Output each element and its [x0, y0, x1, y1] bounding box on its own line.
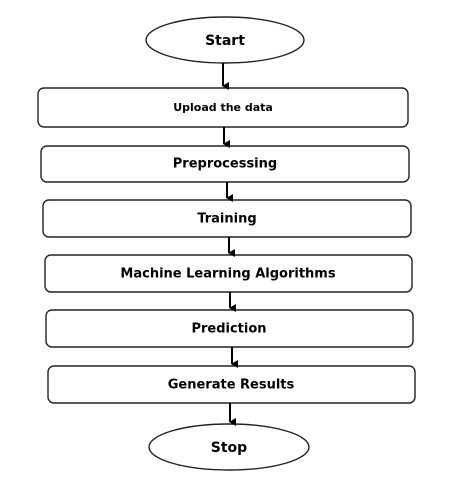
flow-node-prediction: Prediction — [45, 309, 414, 348]
stop-label: Stop — [211, 440, 247, 456]
prediction-label: Prediction — [191, 322, 266, 337]
machine-learning-algorithms-label: Machine Learning Algorithms — [120, 267, 335, 282]
generate-results-label: Generate Results — [168, 378, 295, 393]
start-label: Start — [205, 33, 245, 49]
flow-node-preprocessing: Preprocessing — [40, 145, 410, 183]
flow-node-stop: Stop — [148, 423, 310, 471]
flow-node-machine-learning-algorithms: Machine Learning Algorithms — [44, 254, 413, 293]
flow-node-upload-the-data: Upload the data — [37, 87, 409, 128]
flow-node-training: Training — [42, 199, 412, 238]
flow-node-start: Start — [145, 16, 305, 64]
flow-node-generate-results: Generate Results — [47, 365, 416, 404]
training-label: Training — [197, 212, 256, 227]
start-ellipse — [145, 16, 305, 64]
upload-the-data-label: Upload the data — [173, 101, 273, 114]
preprocessing-label: Preprocessing — [173, 157, 277, 172]
